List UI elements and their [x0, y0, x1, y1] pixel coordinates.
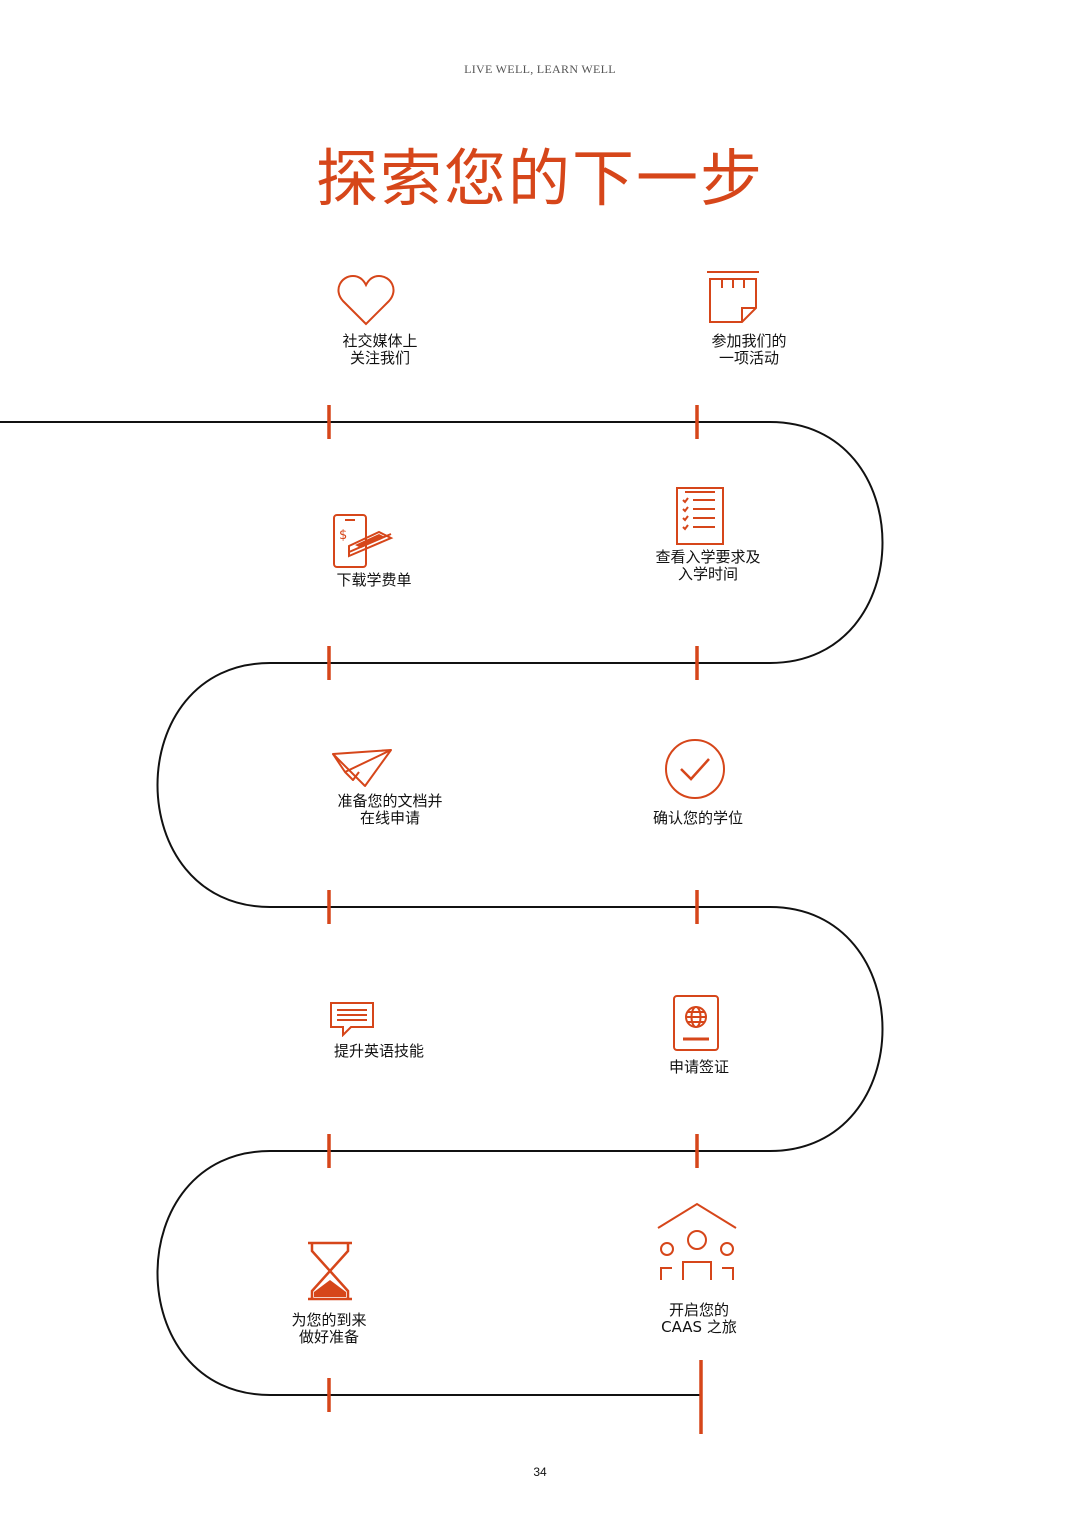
- paper-plane-icon: [332, 749, 392, 787]
- hourglass-icon: [308, 1241, 352, 1301]
- step-label: 参加我们的一项活动: [711, 332, 787, 367]
- running-header: LIVE WELL, LEARN WELL: [464, 62, 616, 76]
- step-label: 提升英语技能: [333, 1042, 424, 1060]
- timeline-line: [0, 421, 884, 1396]
- step-label: 查看入学要求及入学时间: [655, 548, 761, 583]
- step-label: 申请签证: [668, 1058, 729, 1076]
- checklist-icon: [676, 487, 724, 545]
- campus-community-icon: [657, 1202, 737, 1280]
- page-title: 探索您的下一步: [315, 142, 764, 215]
- speech-bubble-icon: [330, 1002, 374, 1037]
- page-number: 34: [533, 1465, 547, 1479]
- step-label: 社交媒体上关注我们: [342, 332, 418, 367]
- fee-booklet-icon: $: [333, 514, 394, 568]
- step-label: 准备您的文档并在线申请: [337, 792, 443, 827]
- step-label: 确认您的学位: [652, 809, 743, 827]
- check-circle-icon: [665, 739, 725, 799]
- calendar-note-icon: [707, 271, 759, 323]
- svg-text:$: $: [339, 528, 347, 543]
- step-label: 为您的到来做好准备: [291, 1311, 367, 1346]
- step-label: 下载学费单: [336, 571, 412, 589]
- passport-icon: [673, 995, 719, 1051]
- heart-icon: [337, 274, 395, 326]
